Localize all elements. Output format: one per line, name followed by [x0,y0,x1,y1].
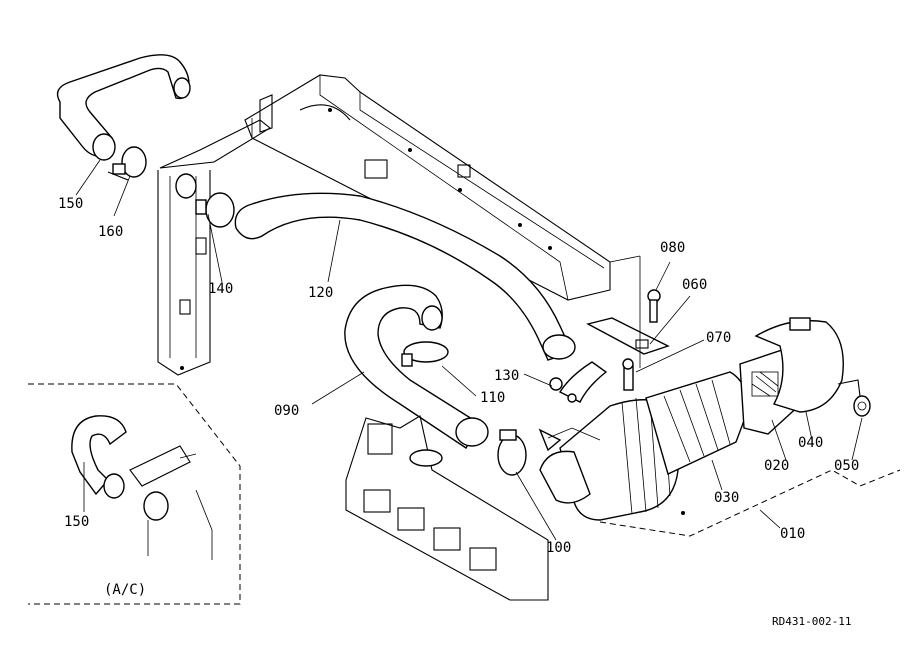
label-080: 080 [660,240,685,256]
clamp-160 [107,146,147,181]
air-cleaner-body [538,397,685,521]
label-100: 100 [546,540,571,556]
label-010: 010 [780,526,805,542]
cover-040 [754,317,861,413]
ac-inset [28,383,241,605]
clamp-100 [497,429,527,476]
label-070: 070 [706,330,731,346]
hose-090 [344,284,489,449]
bracket-060 [586,317,670,355]
reference-code: RD431-002-11 [772,615,851,628]
valve-050 [853,395,871,417]
hose-150 [56,54,191,161]
label-060: 060 [682,277,707,293]
grouping-lines [547,255,901,537]
label-050: 050 [834,458,859,474]
label-150-ac: 150 [64,514,89,530]
hose-120 [234,192,576,361]
label-130: 130 [494,368,519,384]
exhaust-manifold [345,415,549,601]
clamp-140 [175,173,235,228]
label-140: 140 [208,281,233,297]
label-030: 030 [714,490,739,506]
bolt-070 [622,358,634,391]
bolt-080 [647,289,661,323]
label-110: 110 [480,390,505,406]
frame-rail [244,74,611,301]
frame-bracket-left [157,119,271,376]
label-ac: (A/C) [104,582,146,598]
label-150: 150 [58,196,83,212]
label-040: 040 [798,435,823,451]
label-160: 160 [98,224,123,240]
clamp-110 [401,341,449,367]
label-120: 120 [308,285,333,301]
leader-lines [75,159,863,541]
label-090: 090 [274,403,299,419]
bracket-130 [549,361,608,403]
label-020: 020 [764,458,789,474]
